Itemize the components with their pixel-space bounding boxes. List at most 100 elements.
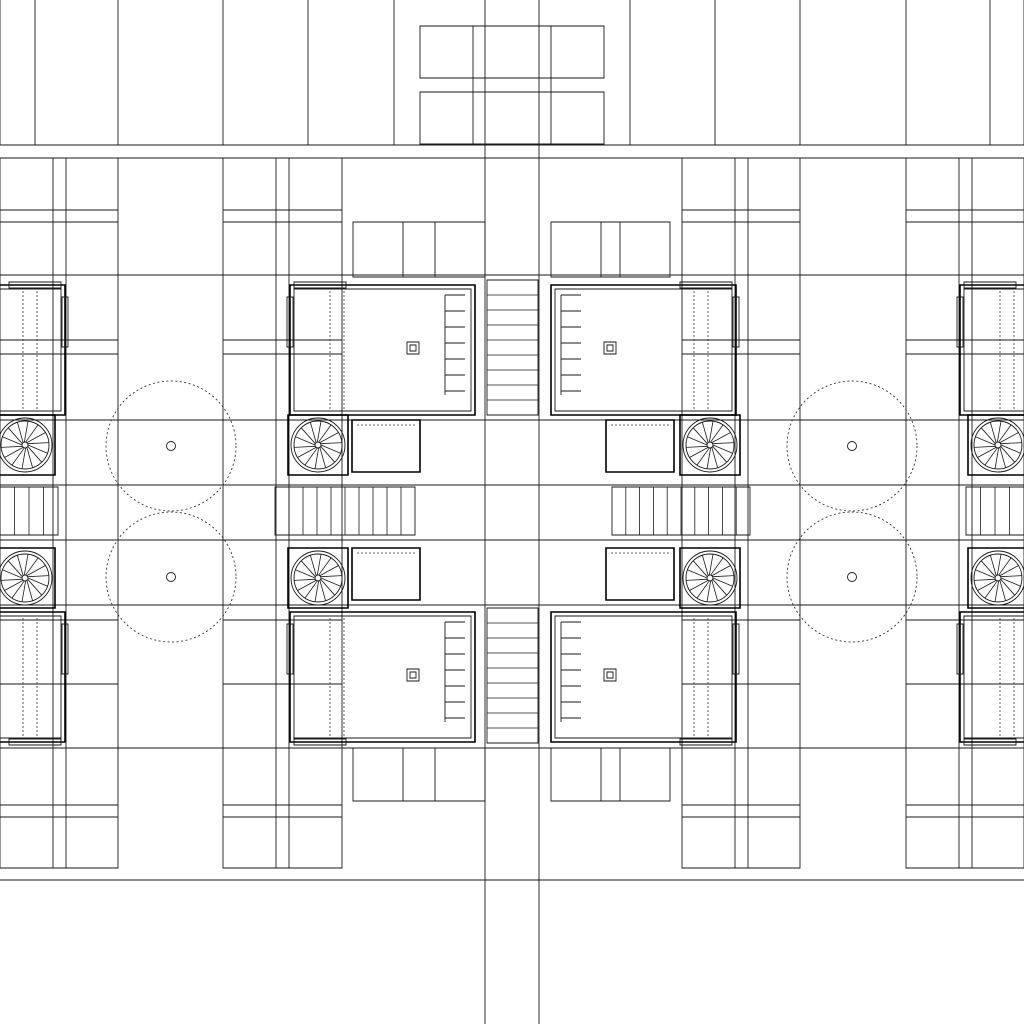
window	[733, 624, 739, 674]
spiral-tread	[712, 447, 718, 467]
window	[294, 739, 346, 745]
spiral-stair	[680, 415, 740, 475]
spiral-tread	[711, 558, 723, 575]
spiral-tread	[974, 579, 995, 580]
spiral-tread	[995, 448, 999, 469]
housing-unit	[0, 612, 68, 745]
tree-trunk	[848, 573, 857, 582]
spiral-tread	[985, 581, 997, 598]
spiral-outer	[974, 554, 1022, 602]
spiral-tread	[295, 570, 315, 578]
spiral-tread	[711, 425, 723, 442]
spiral-stair	[968, 548, 1024, 608]
window	[964, 282, 1016, 288]
unit-wall	[0, 612, 65, 742]
spiral-tread	[978, 580, 997, 590]
spiral-tread	[697, 448, 709, 465]
spiral-tread	[28, 576, 49, 577]
spiral-frame	[288, 548, 348, 608]
unit-inner-wall	[0, 289, 61, 411]
spiral-outer	[0, 418, 52, 472]
spiral-tread	[321, 445, 341, 453]
spiral-tread	[1000, 566, 1019, 576]
spiral-tread	[321, 443, 342, 444]
window	[957, 624, 963, 674]
spiral-stair	[288, 415, 348, 475]
side-block	[682, 158, 800, 868]
spiral-outer	[1, 554, 49, 602]
spiral-tread	[17, 555, 23, 575]
straight-stair	[0, 487, 58, 535]
housing-unit	[957, 612, 1024, 745]
spiral-tread	[301, 561, 315, 577]
spiral-tread	[981, 428, 995, 444]
spiral-tread	[713, 576, 734, 577]
spiral-outer	[294, 421, 342, 469]
spiral-outer	[294, 554, 342, 602]
stair-room	[606, 548, 674, 600]
window	[680, 739, 732, 745]
unit-wall	[551, 612, 736, 742]
spiral-outer	[291, 418, 345, 472]
spiral-tread	[999, 558, 1011, 575]
unit-inner-wall	[555, 616, 732, 738]
column	[407, 342, 419, 354]
housing-units	[0, 282, 1024, 745]
housing-unit	[0, 282, 68, 415]
bay-block	[353, 748, 485, 801]
spiral-tread	[697, 581, 709, 598]
spiral-tread	[310, 555, 316, 575]
window	[680, 282, 732, 288]
tree-canopy	[787, 512, 917, 642]
spiral-tread	[1000, 447, 1006, 467]
spiral-tread	[294, 446, 315, 447]
housing-unit	[287, 282, 475, 415]
spiral-frame	[968, 415, 1024, 475]
spiral-tread	[693, 428, 707, 444]
spiral-stair	[0, 415, 55, 475]
spiral-tread	[27, 566, 46, 576]
column	[407, 669, 419, 681]
spiral-tread	[320, 433, 339, 443]
window	[733, 297, 739, 347]
spiral-tread	[690, 447, 709, 457]
columns	[407, 342, 616, 681]
spiral-tread	[27, 433, 46, 443]
spiral-tread	[713, 579, 727, 595]
unit-inner-wall	[0, 616, 61, 738]
spiral-tread	[1001, 446, 1015, 462]
spiral-tread	[712, 580, 718, 600]
column-core	[410, 672, 416, 678]
column-core	[410, 345, 416, 351]
spiral-tread	[990, 555, 996, 575]
spiral-tread	[8, 561, 22, 577]
spiral-tread	[981, 561, 995, 577]
column	[604, 342, 616, 354]
spiral-tread	[298, 580, 317, 590]
window	[287, 297, 293, 347]
spiral-tread	[301, 428, 315, 444]
spiral-tread	[28, 578, 48, 586]
column-core	[607, 345, 613, 351]
spiral-tread	[319, 425, 331, 442]
stair-outline	[487, 608, 538, 743]
spiral-tread	[709, 421, 713, 442]
housing-unit	[287, 612, 475, 745]
spiral-tread	[975, 570, 995, 578]
spiral-tread	[1001, 578, 1021, 586]
spiral-tread	[24, 554, 28, 575]
spiral-tread	[1, 446, 22, 447]
spiral-tread	[8, 428, 22, 444]
spiral-tread	[12, 581, 24, 598]
unit-inner-wall	[294, 289, 471, 411]
spiral-tread	[315, 581, 319, 602]
spiral-tread	[702, 555, 708, 575]
spiral-tread	[317, 554, 321, 575]
spiral-tread	[319, 558, 331, 575]
housing-unit	[551, 282, 739, 415]
spiral-outer	[291, 551, 345, 605]
spiral-outer	[971, 418, 1024, 472]
tree-canopy	[106, 381, 236, 511]
spiral-tread	[22, 581, 26, 602]
